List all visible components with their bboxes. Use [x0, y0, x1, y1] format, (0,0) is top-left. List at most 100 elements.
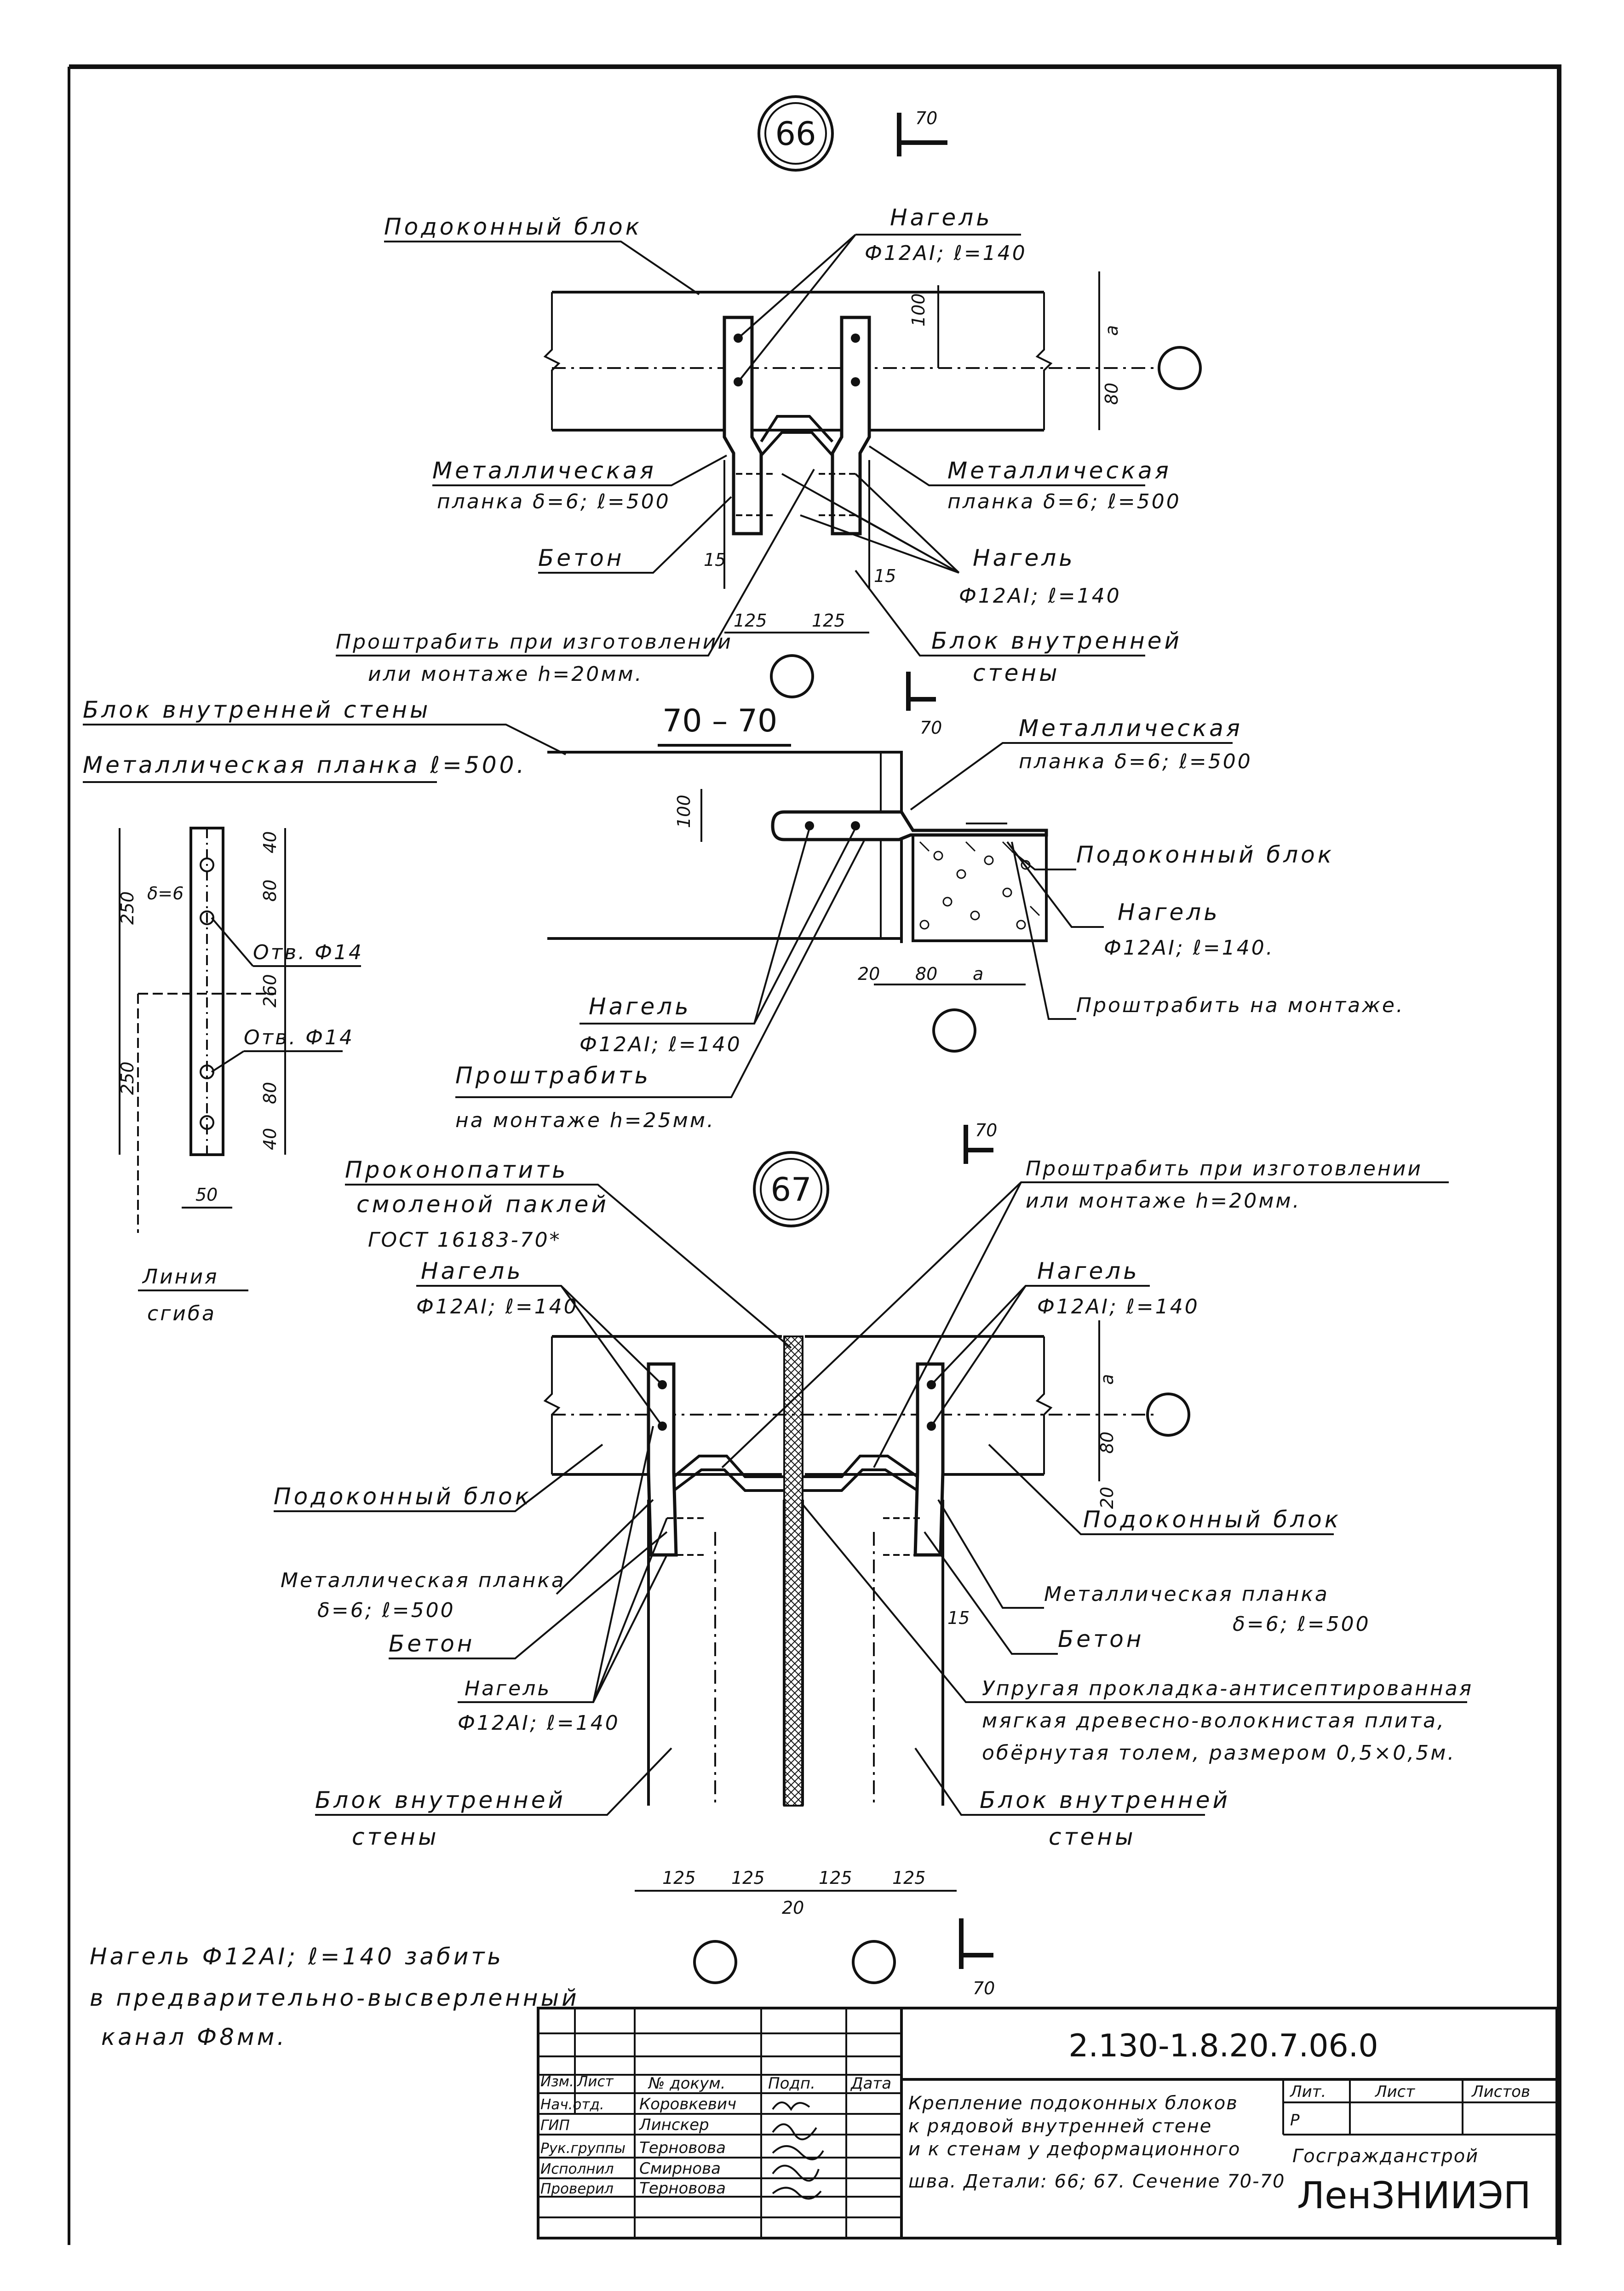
label-beton: Бетон [538, 545, 624, 571]
leader [855, 570, 1145, 656]
nagel-hole [851, 334, 860, 343]
label-metal-right-spec: планка δ=6; ℓ=500 [947, 490, 1181, 513]
label-beton-left: Бетон [389, 1630, 475, 1657]
section-mark-arrow [964, 1125, 993, 1164]
general-note: Нагель Ф12АI; ℓ=140 забить в предварител… [90, 1943, 577, 2050]
section-mark-arrow [906, 672, 936, 711]
label-caulk-3: ГОСТ 16183-70* [368, 1228, 562, 1252]
axis-bubble [1158, 346, 1202, 390]
drawing-code: 2.130-1.8.20.7.06.0 [1068, 2028, 1378, 2064]
role-5: Проверил [540, 2181, 614, 2197]
label-metal-left-spec: планка δ=6; ℓ=500 [437, 490, 671, 513]
role-4: Исполнил [540, 2161, 614, 2177]
bend-line-label: Линия [142, 1265, 219, 1289]
leader [389, 1531, 668, 1659]
label-caulk-2: смоленой паклей [356, 1191, 609, 1218]
dim-250-bottom: 250 [117, 1061, 138, 1095]
section-mark-bottom: 70 [920, 718, 942, 738]
leader [556, 1499, 654, 1595]
bend-line-label-2: сгиба [147, 1302, 216, 1325]
leader [721, 1181, 1449, 1468]
dim-80: 80 [260, 1082, 280, 1104]
break-right [1035, 1336, 1053, 1474]
name-2: Линскер [638, 2116, 709, 2134]
name-4: Смирнова [639, 2159, 721, 2178]
leader [315, 1747, 672, 1816]
leader [781, 473, 960, 574]
leader [345, 1184, 792, 1349]
label-metal-spec: планка δ=6; ℓ=500 [1019, 750, 1252, 773]
dim-40: 40 [260, 831, 280, 853]
dim-20-bottom: 20 [782, 1898, 804, 1918]
detail-67-marker [753, 1151, 829, 1227]
label-nagel-right: Нагель [1037, 1258, 1140, 1284]
axis-bubble [693, 1940, 737, 1984]
leader [211, 917, 361, 967]
dim-a: a [1102, 325, 1122, 336]
right-plate [831, 316, 871, 535]
right-grid [1282, 2079, 1557, 2136]
label-groove: Проштрабить при изготовлении [1026, 1157, 1423, 1180]
label-nagel-right-spec: Ф12АI; ℓ=140 [959, 584, 1121, 608]
bent-links-inner [673, 1468, 918, 1492]
label-metal-left: Металлическая [432, 457, 656, 484]
dim-80: 80 [260, 880, 280, 902]
plate-detail: 250 250 40 80 260 80 40 δ=6 Отв. Ф14 Отв… [117, 827, 363, 1325]
role-1: Нач.отд. [540, 2096, 604, 2113]
leader [737, 234, 1021, 383]
role-3: Рук.группы [540, 2140, 625, 2157]
label-gasket-3: обёрнутая толем, размером 0,5×0,5м. [982, 1741, 1456, 1765]
dim-15-left: 15 [704, 550, 726, 570]
hole-label-1: Отв. Ф14 [253, 941, 363, 964]
name-3: Терновова [639, 2139, 726, 2157]
h-doc: № докум. [648, 2074, 726, 2093]
doc-title-3: и к стенам у деформационного [908, 2139, 1240, 2160]
detail-66-marker [757, 95, 834, 172]
bent-link-inner [760, 431, 834, 457]
label-nagel-right: Нагель [973, 545, 1075, 571]
dim-125-right: 125 [812, 610, 845, 631]
label-beton-right: Бетон [1058, 1626, 1144, 1652]
role-2: ГИП [540, 2117, 570, 2134]
dim-125-2: 125 [731, 1868, 765, 1888]
dim-50: 50 [195, 1185, 218, 1205]
wall-block-edges [723, 460, 870, 589]
label-caulk: Проконопатить [345, 1157, 568, 1183]
axis-bubble [1146, 1393, 1190, 1437]
detail-66: 66 70 100 a 80 15 15 125 125 П [336, 95, 1202, 738]
nagel-hole [851, 377, 860, 386]
label-nagel: Нагель [1118, 899, 1220, 926]
leader [455, 839, 866, 1098]
leader [930, 1285, 1150, 1427]
section-title: 70 – 70 [662, 703, 777, 739]
label-groove: Проштрабить на монтаже. [1076, 994, 1405, 1017]
leader [868, 445, 1145, 486]
axis-bubble [932, 1008, 976, 1053]
section-mark-label: 70 [975, 1120, 997, 1140]
concrete-hatch [919, 841, 1040, 930]
note-line-3: канал Ф8мм. [101, 2024, 287, 2050]
label-metal-right: Металлическая планка [1044, 1583, 1329, 1606]
label-wall-block-2: стены [973, 660, 1060, 686]
leader [432, 455, 727, 486]
label-podokonny-left: Подоконный блок [274, 1483, 532, 1510]
label-wall-block: Блок внутренней [931, 627, 1182, 654]
doc-title-4: шва. Детали: 66; 67. Сечение 70-70 [908, 2171, 1285, 2192]
leader [802, 1503, 1467, 1703]
label-metal-left-spec: δ=6; ℓ=500 [317, 1599, 455, 1622]
dim-a: a [973, 964, 983, 984]
hole-label-2: Отв. Ф14 [244, 1026, 354, 1049]
label-wall-left: Блок внутренней [315, 1787, 566, 1813]
dim-80: 80 [1102, 383, 1122, 405]
label-podokonny-blok: Подоконный блок [384, 213, 642, 240]
label-gasket-2: мягкая древесно-волокнистая плита, [982, 1709, 1446, 1733]
bent-links [673, 1455, 918, 1478]
break-right [1035, 292, 1053, 430]
nagel-hole [805, 821, 814, 830]
note-line-1: Нагель Ф12АI; ℓ=140 забить [90, 1943, 504, 1970]
label-gasket-1: Упругая прокладка-антисептированная [982, 1677, 1473, 1700]
name-1: Коровкевич [639, 2095, 736, 2113]
sill-blocks [552, 1335, 1044, 1476]
left-plate [723, 316, 763, 535]
leader [988, 1444, 1334, 1535]
